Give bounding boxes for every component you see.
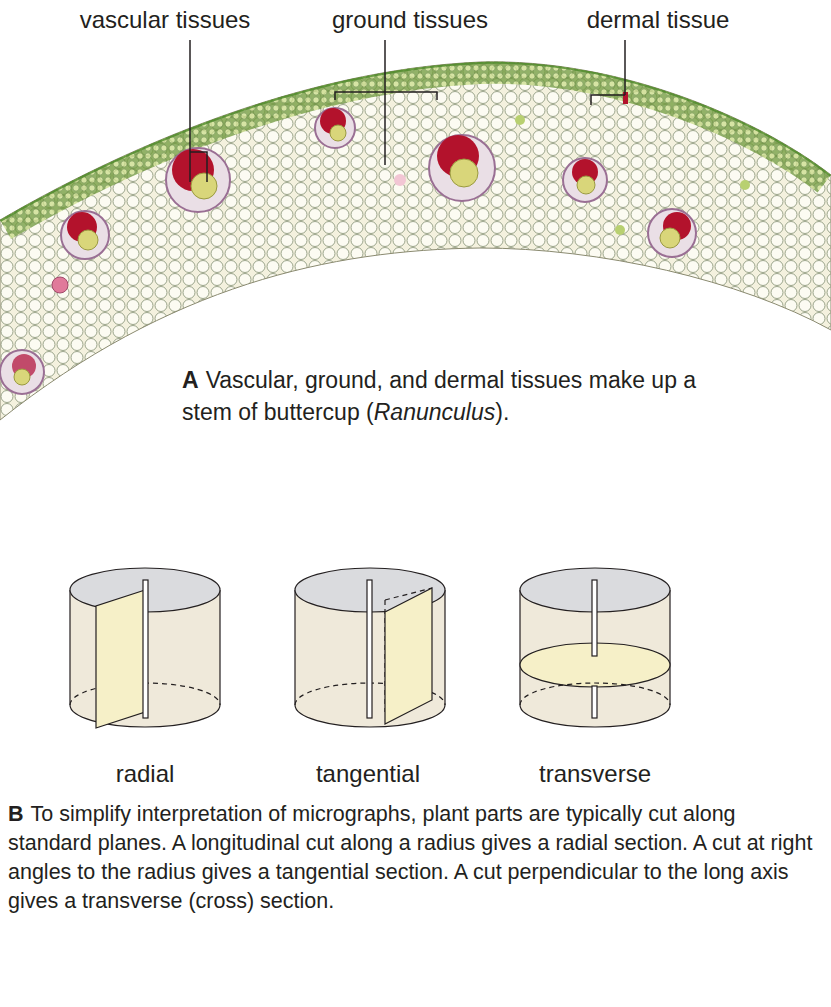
section-label: tangential — [316, 760, 420, 788]
tissue-label: vascular tissues — [80, 6, 251, 34]
caption-text: Ranunculus — [374, 399, 495, 425]
leader-line — [190, 40, 625, 182]
caption-letter: B — [8, 802, 24, 826]
caption-text: ). — [495, 399, 509, 425]
caption-a: AVascular, ground, and dermal tissues ma… — [182, 364, 742, 428]
section-label: transverse — [539, 760, 651, 788]
vascular-bundle — [0, 108, 696, 394]
section-cylinder — [70, 568, 670, 728]
caption-letter: A — [182, 367, 199, 393]
tissue-label: dermal tissue — [587, 6, 730, 34]
caption-b: BTo simplify interpretation of micrograp… — [8, 800, 820, 916]
caption-text: To simplify interpretation of micrograph… — [8, 802, 812, 913]
stem-micrograph — [0, 62, 831, 420]
tissue-label: ground tissues — [332, 6, 488, 34]
section-label: radial — [116, 760, 175, 788]
